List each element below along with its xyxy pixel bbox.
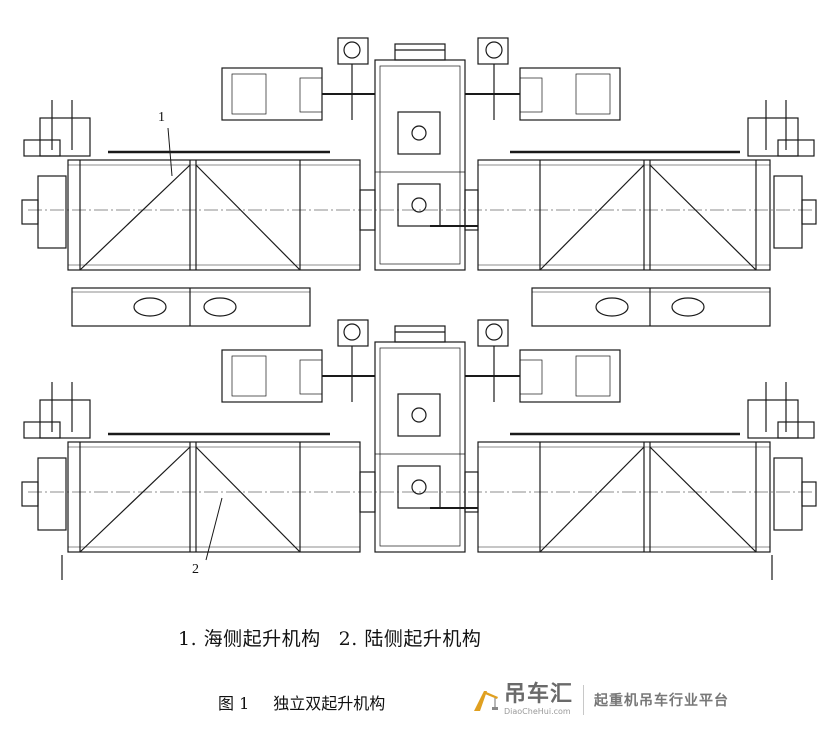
figure-caption: 图 1 独立双起升机构 (218, 690, 385, 714)
hoist-mechanism-drawing (20, 36, 818, 580)
seaside-hoist-unit (20, 36, 818, 327)
callout-2-leader (205, 497, 223, 561)
callout-1-leader (167, 127, 173, 177)
watermark-brand-name: 吊车汇 (504, 682, 574, 707)
watermark: 吊车汇 DiaoCheHui.com 起重机吊车行业平台 (470, 680, 729, 720)
callout-1-label: 1 (158, 110, 165, 125)
watermark-url: DiaoCheHui.com (504, 707, 571, 716)
watermark-brand: 吊车汇 DiaoCheHui.com (504, 684, 573, 716)
landside-hoist-unit (20, 318, 818, 580)
legend-item-landside: 2. 陆侧起升机构 (338, 628, 482, 650)
callout-2-label: 2 (192, 562, 199, 577)
legend-item-seaside: 1. 海侧起升机构 (178, 628, 321, 650)
crane-logo-icon (474, 691, 498, 711)
figure-number: 图 1 (218, 694, 250, 713)
legend: 1. 海侧起升机构 2. 陆侧起升机构 (178, 624, 481, 651)
callout-leaders (167, 127, 223, 561)
watermark-divider (583, 685, 585, 715)
watermark-slogan: 起重机吊车行业平台 (594, 693, 730, 709)
figure-title: 独立双起升机构 (273, 694, 386, 713)
